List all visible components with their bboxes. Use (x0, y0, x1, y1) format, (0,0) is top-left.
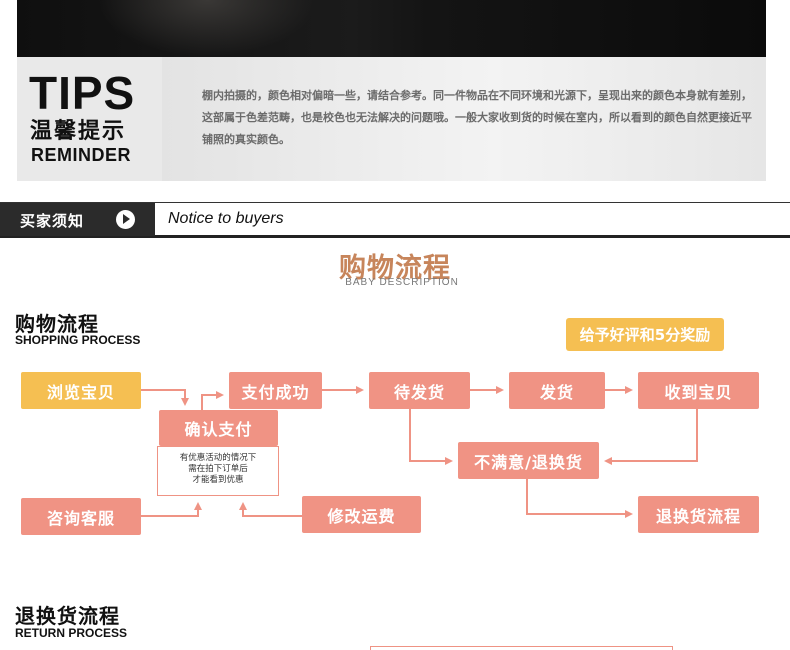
step-ship: 发货 (509, 372, 605, 409)
tips-box: TIPS 温馨提示 REMINDER 棚内拍摄的，颜色相对偏暗一些，请结合参考。… (17, 57, 766, 181)
step-confirm-pay: 确认支付 (159, 410, 278, 446)
photo-shading (97, 0, 317, 57)
note-line-2: 需在拍下订单后 (188, 464, 248, 474)
center-title: 购物流程 (339, 253, 451, 284)
return-flow-box (370, 646, 673, 650)
step-receive: 收到宝贝 (638, 372, 759, 409)
step-return-flow: 退换货流程 (638, 496, 759, 533)
notice-label-text: 买家须知 (20, 212, 85, 230)
step-consult: 咨询客服 (21, 498, 141, 535)
step-browse: 浏览宝贝 (21, 372, 141, 409)
discount-note: 有优惠活动的情况下 需在拍下订单后 才能看到优惠 (157, 446, 279, 496)
center-subtitle: BABY DESCRIPTION (345, 277, 459, 288)
tips-panel: 棚内拍摄的，颜色相对偏暗一些，请结合参考。同一件物品在不同环境和光源下，呈现出来… (162, 57, 766, 181)
note-line-1: 有优惠活动的情况下 (179, 453, 257, 463)
shopping-title-cn: 购物流程 (15, 312, 99, 336)
returns-title-en: RETURN PROCESS (15, 626, 128, 640)
step-pay-success: 支付成功 (229, 372, 322, 409)
tips-text: 棚内拍摄的，颜色相对偏暗一些，请结合参考。同一件物品在不同环境和光源下，呈现出来… (202, 89, 752, 146)
notice-label: 买家须知 (0, 203, 155, 236)
note-line-3: 才能看到优惠 (192, 475, 244, 485)
shopping-title-en: SHOPPING PROCESS (15, 333, 141, 347)
tips-title: TIPS (29, 67, 136, 119)
product-photo-strip (17, 0, 766, 57)
tips-logo: TIPS 温馨提示 REMINDER (17, 57, 162, 181)
step-modify-fee: 修改运费 (302, 496, 421, 533)
step-dissatisfied: 不满意/退换货 (458, 442, 599, 479)
tips-title-cn: 温馨提示 (30, 119, 127, 144)
reward-badge: 给予好评和5分奖励 (566, 318, 724, 351)
notice-en-text: Notice to buyers (168, 210, 284, 227)
notice-bar: 买家须知 Notice to buyers (0, 202, 790, 238)
play-circle-icon (116, 210, 135, 229)
step-await-ship: 待发货 (369, 372, 470, 409)
returns-title-cn: 退换货流程 (15, 604, 120, 628)
tips-title-en: REMINDER (31, 145, 132, 165)
